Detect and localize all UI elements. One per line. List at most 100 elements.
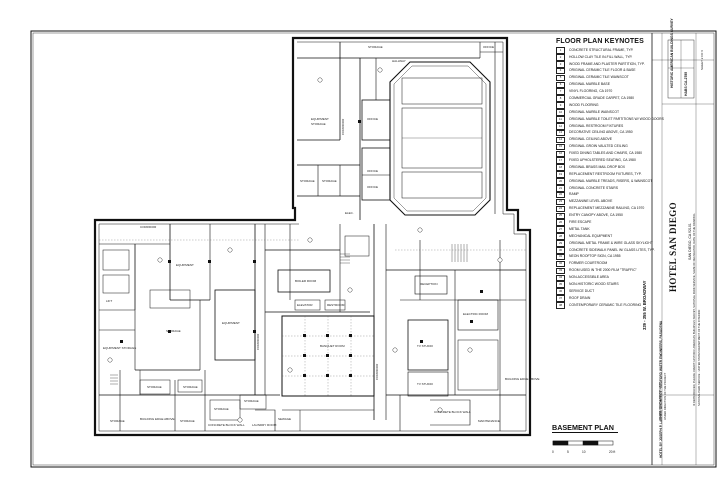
room-label-boiler-room: BOILER ROOM bbox=[295, 279, 317, 283]
room-label-equipment: EQUIPMENT bbox=[311, 117, 329, 121]
hotel-name: HOTEL SAN DIEGO bbox=[668, 201, 678, 292]
room-label-elevator: ELEVATOR bbox=[297, 303, 313, 307]
keynote-number: 23 bbox=[556, 198, 565, 206]
keynote-text: HOLLOW CLAY TILE IN-FILL WALL, TYP. bbox=[569, 54, 633, 59]
keynote-text: ORIGINAL CEILING ABOVE bbox=[569, 137, 613, 142]
room-label-concrete-block-wall-right: CONCRETE BLOCK WALL bbox=[434, 410, 471, 414]
scale-tick-2: 10 bbox=[582, 450, 586, 454]
keynote-text: RAMP bbox=[569, 192, 579, 197]
room-label-office-2: OFFICE bbox=[367, 169, 378, 173]
room-label-equipment-sub: STORAGE bbox=[311, 122, 326, 126]
room-label-maintenance: MAINTENANCE bbox=[478, 419, 500, 423]
keynote-number: 24 bbox=[556, 205, 565, 213]
room-label-equipment-storage: EQUIPMENT STORAGE bbox=[103, 346, 137, 350]
keynote-text: MECHANICAL EQUIPMENT bbox=[569, 233, 613, 238]
room-label-storage-9: STORAGE bbox=[110, 419, 125, 423]
room-label-laundry: LAUNDRY ROOM bbox=[252, 423, 277, 427]
keynote-number: 11 bbox=[556, 116, 565, 123]
keynote-number: 4 bbox=[556, 67, 565, 75]
keynote-text: WOOD FRAME AND PLASTER PARTITION, TYP. bbox=[569, 61, 645, 66]
drawn-by-direction: UNDER DIRECTION OF THE PROJECT bbox=[664, 372, 667, 420]
keynote-item: 2 HOLLOW CLAY TILE IN-FILL WALL, TYP. bbox=[556, 54, 696, 61]
keynote-text: ORIGINAL CERAMIC TILE WAINSCOT bbox=[569, 75, 629, 80]
keynotes-title: FLOOR PLAN KEYNOTES bbox=[556, 38, 644, 45]
keynote-text: CONCRETE STRUCTURAL FRAME, TYP. bbox=[569, 47, 634, 52]
room-label-storage-3: STORAGE bbox=[322, 179, 337, 183]
drawn-by: DRAWN BY: KNA ARCHITECTS bbox=[659, 382, 662, 420]
keynote-text: FIXED DINING TABLES AND CHAIRS, CA 1980 bbox=[569, 151, 642, 156]
room-label-elec: ELEC. bbox=[345, 211, 354, 215]
keynote-text: CONCRETE SIDEWALK PANEL W/ GLASS LITES, … bbox=[569, 247, 655, 252]
keynote-number: 17 bbox=[556, 157, 565, 164]
keynote-number: 16 bbox=[556, 150, 565, 158]
room-label-corridor-vertical-3: CORRIDOR bbox=[341, 118, 345, 135]
keynote-callouts bbox=[107, 67, 503, 423]
keynote-text: ORIGINAL CONCRETE STAIRS bbox=[569, 185, 618, 190]
keynote-item: 12 ORIGINAL RESTROOM FIXTURES bbox=[556, 122, 696, 130]
keynote-text: ROOM USED IN THE 2000 FILM "TRAFFIC" bbox=[569, 268, 637, 273]
keynote-text: COMMERCIAL GRADE CARPET, CA 1980 bbox=[569, 95, 635, 100]
keynote-number: 28 bbox=[556, 233, 565, 240]
room-label-storage-5: STORAGE bbox=[147, 385, 162, 389]
room-label-lift: LIFT bbox=[106, 299, 113, 303]
keynote-number: 15 bbox=[556, 143, 565, 151]
keynote-number: 36 bbox=[556, 288, 565, 295]
keynote-text: NON-ACCESSIBLE AREA bbox=[569, 275, 609, 280]
plan-title: BASEMENT PLAN bbox=[552, 423, 614, 432]
sheet-border bbox=[30, 30, 717, 468]
keynote-number: 27 bbox=[556, 226, 565, 233]
keynote-number: 2 bbox=[556, 54, 565, 61]
keynote-text: NON-HISTORIC WOOD STAIRS bbox=[569, 282, 619, 287]
basement-floor-plan bbox=[93, 36, 532, 437]
reproduction-note: IF REPRODUCED, PLEASE CREDIT: HISTORIC A… bbox=[693, 213, 696, 406]
keynote-number: 19 bbox=[556, 171, 565, 178]
room-label-concrete-block-wall-left: CONCRETE BLOCK WALL bbox=[208, 423, 245, 427]
room-label-corridor-vertical: CORRIDOR bbox=[256, 333, 260, 350]
keynote-number: 9 bbox=[556, 102, 565, 109]
keynote-text: ORIGINAL MARBLE TOILET PARTITIONS W/ WOO… bbox=[569, 116, 664, 121]
keynote-text: ORIGINAL RESTROOM FIXTURES bbox=[569, 123, 624, 128]
keynote-text: CONTEMPORARY CERAMIC TILE FLOORING bbox=[569, 302, 642, 307]
keynote-number: 25 bbox=[556, 212, 565, 220]
room-label-building-edge-right: BUILDING EDGE ABOVE bbox=[505, 377, 540, 381]
keynote-item: 23 MEZZANINE LEVEL ABOVE bbox=[556, 198, 696, 206]
building-perimeter-inner bbox=[98, 41, 527, 432]
room-label-office-top: OFFICE bbox=[483, 45, 494, 49]
scale-tick-3: 20 ft bbox=[609, 450, 616, 454]
room-label-sewage: SEWAGE bbox=[278, 417, 292, 421]
keynote-text: ORIGINAL BRASS MAIL DROP BOX bbox=[569, 164, 626, 169]
room-label-corridor-top: CORRIDOR bbox=[140, 225, 157, 229]
keynote-number: 20 bbox=[556, 178, 565, 185]
room-label-electric-room: ELECTRIC ROOM bbox=[463, 312, 489, 316]
sheet-border-inner bbox=[32, 32, 715, 466]
keynote-number: 12 bbox=[556, 122, 565, 130]
sheet-number: SHEET 2 OF 6 bbox=[700, 50, 704, 70]
keynote-text: REPLACEMENT MEZZANINE RAILING, CA 1970 bbox=[569, 206, 645, 211]
room-label-storage-10: STORAGE bbox=[180, 419, 195, 423]
keynote-number: 7 bbox=[556, 88, 565, 96]
room-label-corridor-vertical-2: CORRIDOR bbox=[375, 363, 379, 380]
keynote-item: 19 REPLACEMENT RESTROOM FIXTURES, TYP. bbox=[556, 171, 696, 178]
keynote-text: MEZZANINE LEVEL ABOVE bbox=[569, 199, 613, 204]
keynote-text: REPLACEMENT RESTROOM FIXTURES, TYP. bbox=[569, 171, 642, 176]
room-label-storage-4: STORAGE bbox=[166, 329, 181, 333]
